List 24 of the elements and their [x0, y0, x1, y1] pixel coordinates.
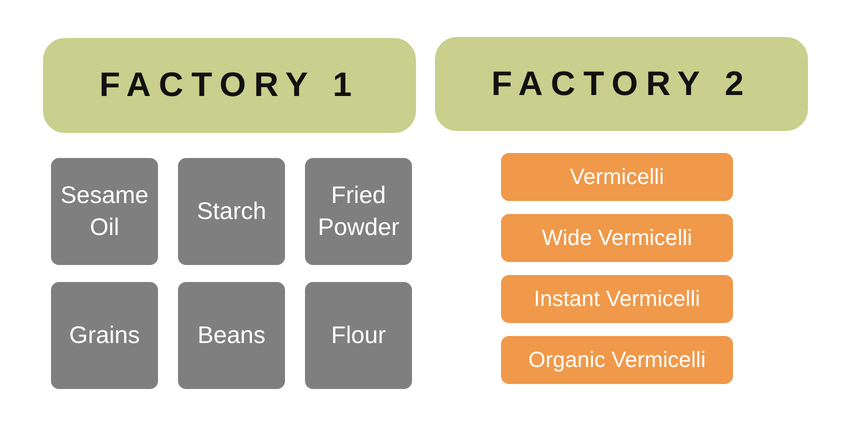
product-name: Vermicelli: [570, 162, 664, 191]
product-name: Organic Vermicelli: [528, 346, 706, 374]
product-name: Wide Vermicelli: [542, 224, 692, 252]
factory-heading-box: [43, 38, 416, 133]
material-box: [51, 282, 158, 389]
material-name: Beans: [197, 320, 266, 351]
material-box: [178, 158, 285, 265]
material-name: Grains: [69, 320, 140, 351]
factory-title: FACTORY 1: [99, 65, 360, 106]
material-box: [178, 282, 285, 389]
product-box: [501, 153, 733, 201]
product-box: [501, 275, 733, 323]
factory-heading-box: [435, 37, 808, 131]
product-name: Instant Vermicelli: [534, 284, 700, 313]
product-box: [501, 214, 733, 262]
material-name: Flour: [331, 320, 386, 351]
product-box: [501, 336, 733, 384]
material-box: [305, 158, 412, 265]
material-name: Starch: [196, 196, 266, 227]
material-name: Fried Powder: [316, 181, 400, 242]
material-name: Sesame Oil: [59, 181, 150, 242]
factory-title: FACTORY 2: [491, 64, 752, 105]
material-box: [305, 282, 412, 389]
material-box: [51, 158, 158, 265]
